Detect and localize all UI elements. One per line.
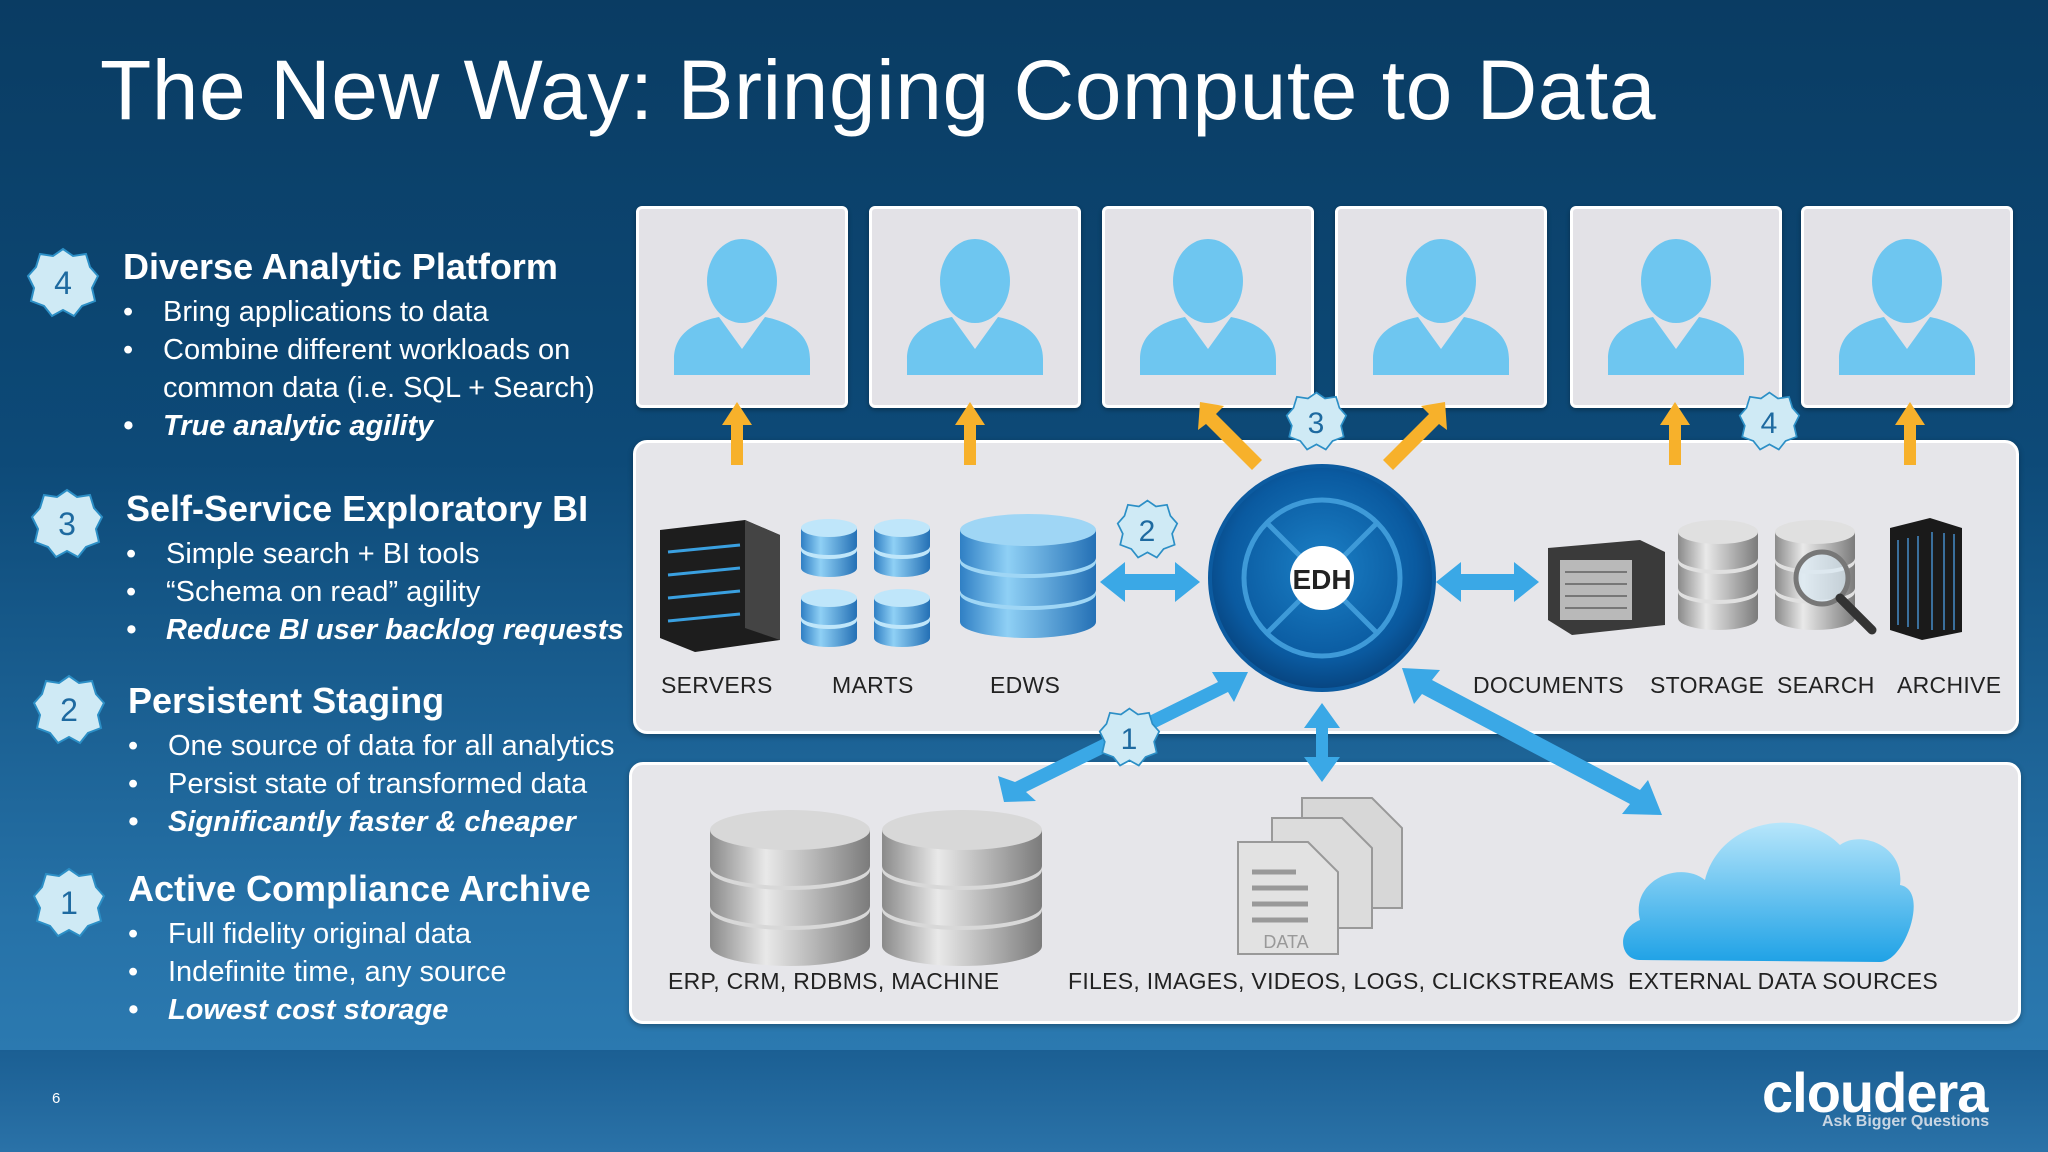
bullet-list: Full fidelity original data Indefinite t…	[128, 915, 507, 1029]
label-external: EXTERNAL DATA SOURCES	[1628, 968, 1939, 994]
user-box	[1102, 206, 1314, 408]
cloud-icon	[1623, 822, 1914, 962]
footer-band	[0, 1050, 2048, 1152]
svg-text:1: 1	[1121, 723, 1138, 756]
archive-icon	[1890, 518, 1962, 640]
bullet-item: One source of data for all analytics	[128, 727, 615, 765]
svg-text:4: 4	[54, 265, 72, 301]
bullet-item: Indefinite time, any source	[128, 953, 507, 991]
bullet-item: Bring applications to data	[123, 293, 595, 331]
diagram-badges: 3 4 2 1	[1098, 391, 1801, 767]
user-box	[636, 206, 848, 408]
search-icon	[1775, 520, 1877, 635]
label-edws: EDWS	[990, 672, 1061, 698]
label-erp: ERP, CRM, RDBMS, MACHINE	[668, 968, 1000, 994]
user-box	[1801, 206, 2013, 408]
bullet-list: One source of data for all analytics Per…	[128, 727, 615, 841]
user-icon	[1140, 239, 1276, 375]
bullet-list: Bring applications to data Combine diffe…	[123, 293, 595, 445]
label-marts: MARTS	[832, 672, 914, 698]
label-search: SEARCH	[1777, 672, 1875, 698]
bullet-item: Significantly faster & cheaper	[128, 803, 615, 841]
user-icon	[1839, 239, 1975, 375]
user-box	[1570, 206, 1782, 408]
svg-text:3: 3	[1308, 407, 1325, 440]
section-title: Diverse Analytic Platform	[123, 246, 558, 287]
user-box	[869, 206, 1081, 408]
documents-icon	[1548, 540, 1665, 635]
page-title: The New Way: Bringing Compute to Data	[100, 43, 1657, 137]
label-storage: STORAGE	[1650, 672, 1765, 698]
badge-3-icon: 3	[30, 488, 104, 559]
badge-2-icon: 2	[32, 674, 106, 745]
edh-label: EDH	[1292, 564, 1351, 595]
svg-text:2: 2	[60, 692, 78, 728]
svg-text:3: 3	[58, 506, 76, 542]
label-archive: ARCHIVE	[1897, 672, 2002, 698]
server-icon	[660, 520, 780, 652]
edws-icon	[960, 514, 1096, 638]
orange-arrows	[722, 402, 1925, 470]
svg-text:2: 2	[1139, 515, 1156, 548]
edh-hub-icon: EDH	[1208, 464, 1436, 692]
bullet-list: Simple search + BI tools “Schema on read…	[126, 535, 624, 649]
bullet-item: Lowest cost storage	[128, 991, 507, 1029]
database-icon	[710, 810, 1042, 966]
bullet-item: True analytic agility	[123, 407, 595, 445]
page-number: 6	[52, 1090, 61, 1107]
storage-icon	[1678, 520, 1758, 630]
bullet-continuation: common data (i.e. SQL + Search)	[163, 372, 595, 404]
badge-4-icon: 4	[26, 247, 100, 318]
user-icon	[1373, 239, 1509, 375]
user-box	[1335, 206, 1547, 408]
bullet-item: Reduce BI user backlog requests	[126, 611, 624, 649]
cloudera-logo: cloudera	[1762, 1061, 1988, 1124]
label-documents: DOCUMENTS	[1473, 672, 1624, 698]
tagline: Ask Bigger Questions	[1822, 1113, 1990, 1130]
bullet-item: “Schema on read” agility	[126, 573, 624, 611]
bullet-item: Persist state of transformed data	[128, 765, 615, 803]
section-title: Self-Service Exploratory BI	[126, 488, 589, 529]
label-servers: SERVERS	[661, 672, 773, 698]
svg-text:4: 4	[1761, 407, 1778, 440]
files-icon: DATA	[1237, 797, 1403, 955]
bullet-item: Combine different workloads on	[123, 331, 595, 369]
user-icon	[1608, 239, 1744, 375]
badge-1-icon: 1	[32, 867, 106, 938]
user-icon	[674, 239, 810, 375]
section-title: Persistent Staging	[128, 680, 445, 721]
data-doc-label: DATA	[1263, 932, 1308, 952]
section-title: Active Compliance Archive	[128, 868, 591, 909]
bullet-item: Full fidelity original data	[128, 915, 507, 953]
user-icon	[907, 239, 1043, 375]
label-files: FILES, IMAGES, VIDEOS, LOGS, CLICKSTREAM…	[1068, 968, 1615, 994]
marts-icon	[801, 519, 930, 647]
bullet-item: Simple search + BI tools	[126, 535, 624, 573]
svg-text:1: 1	[60, 885, 78, 921]
